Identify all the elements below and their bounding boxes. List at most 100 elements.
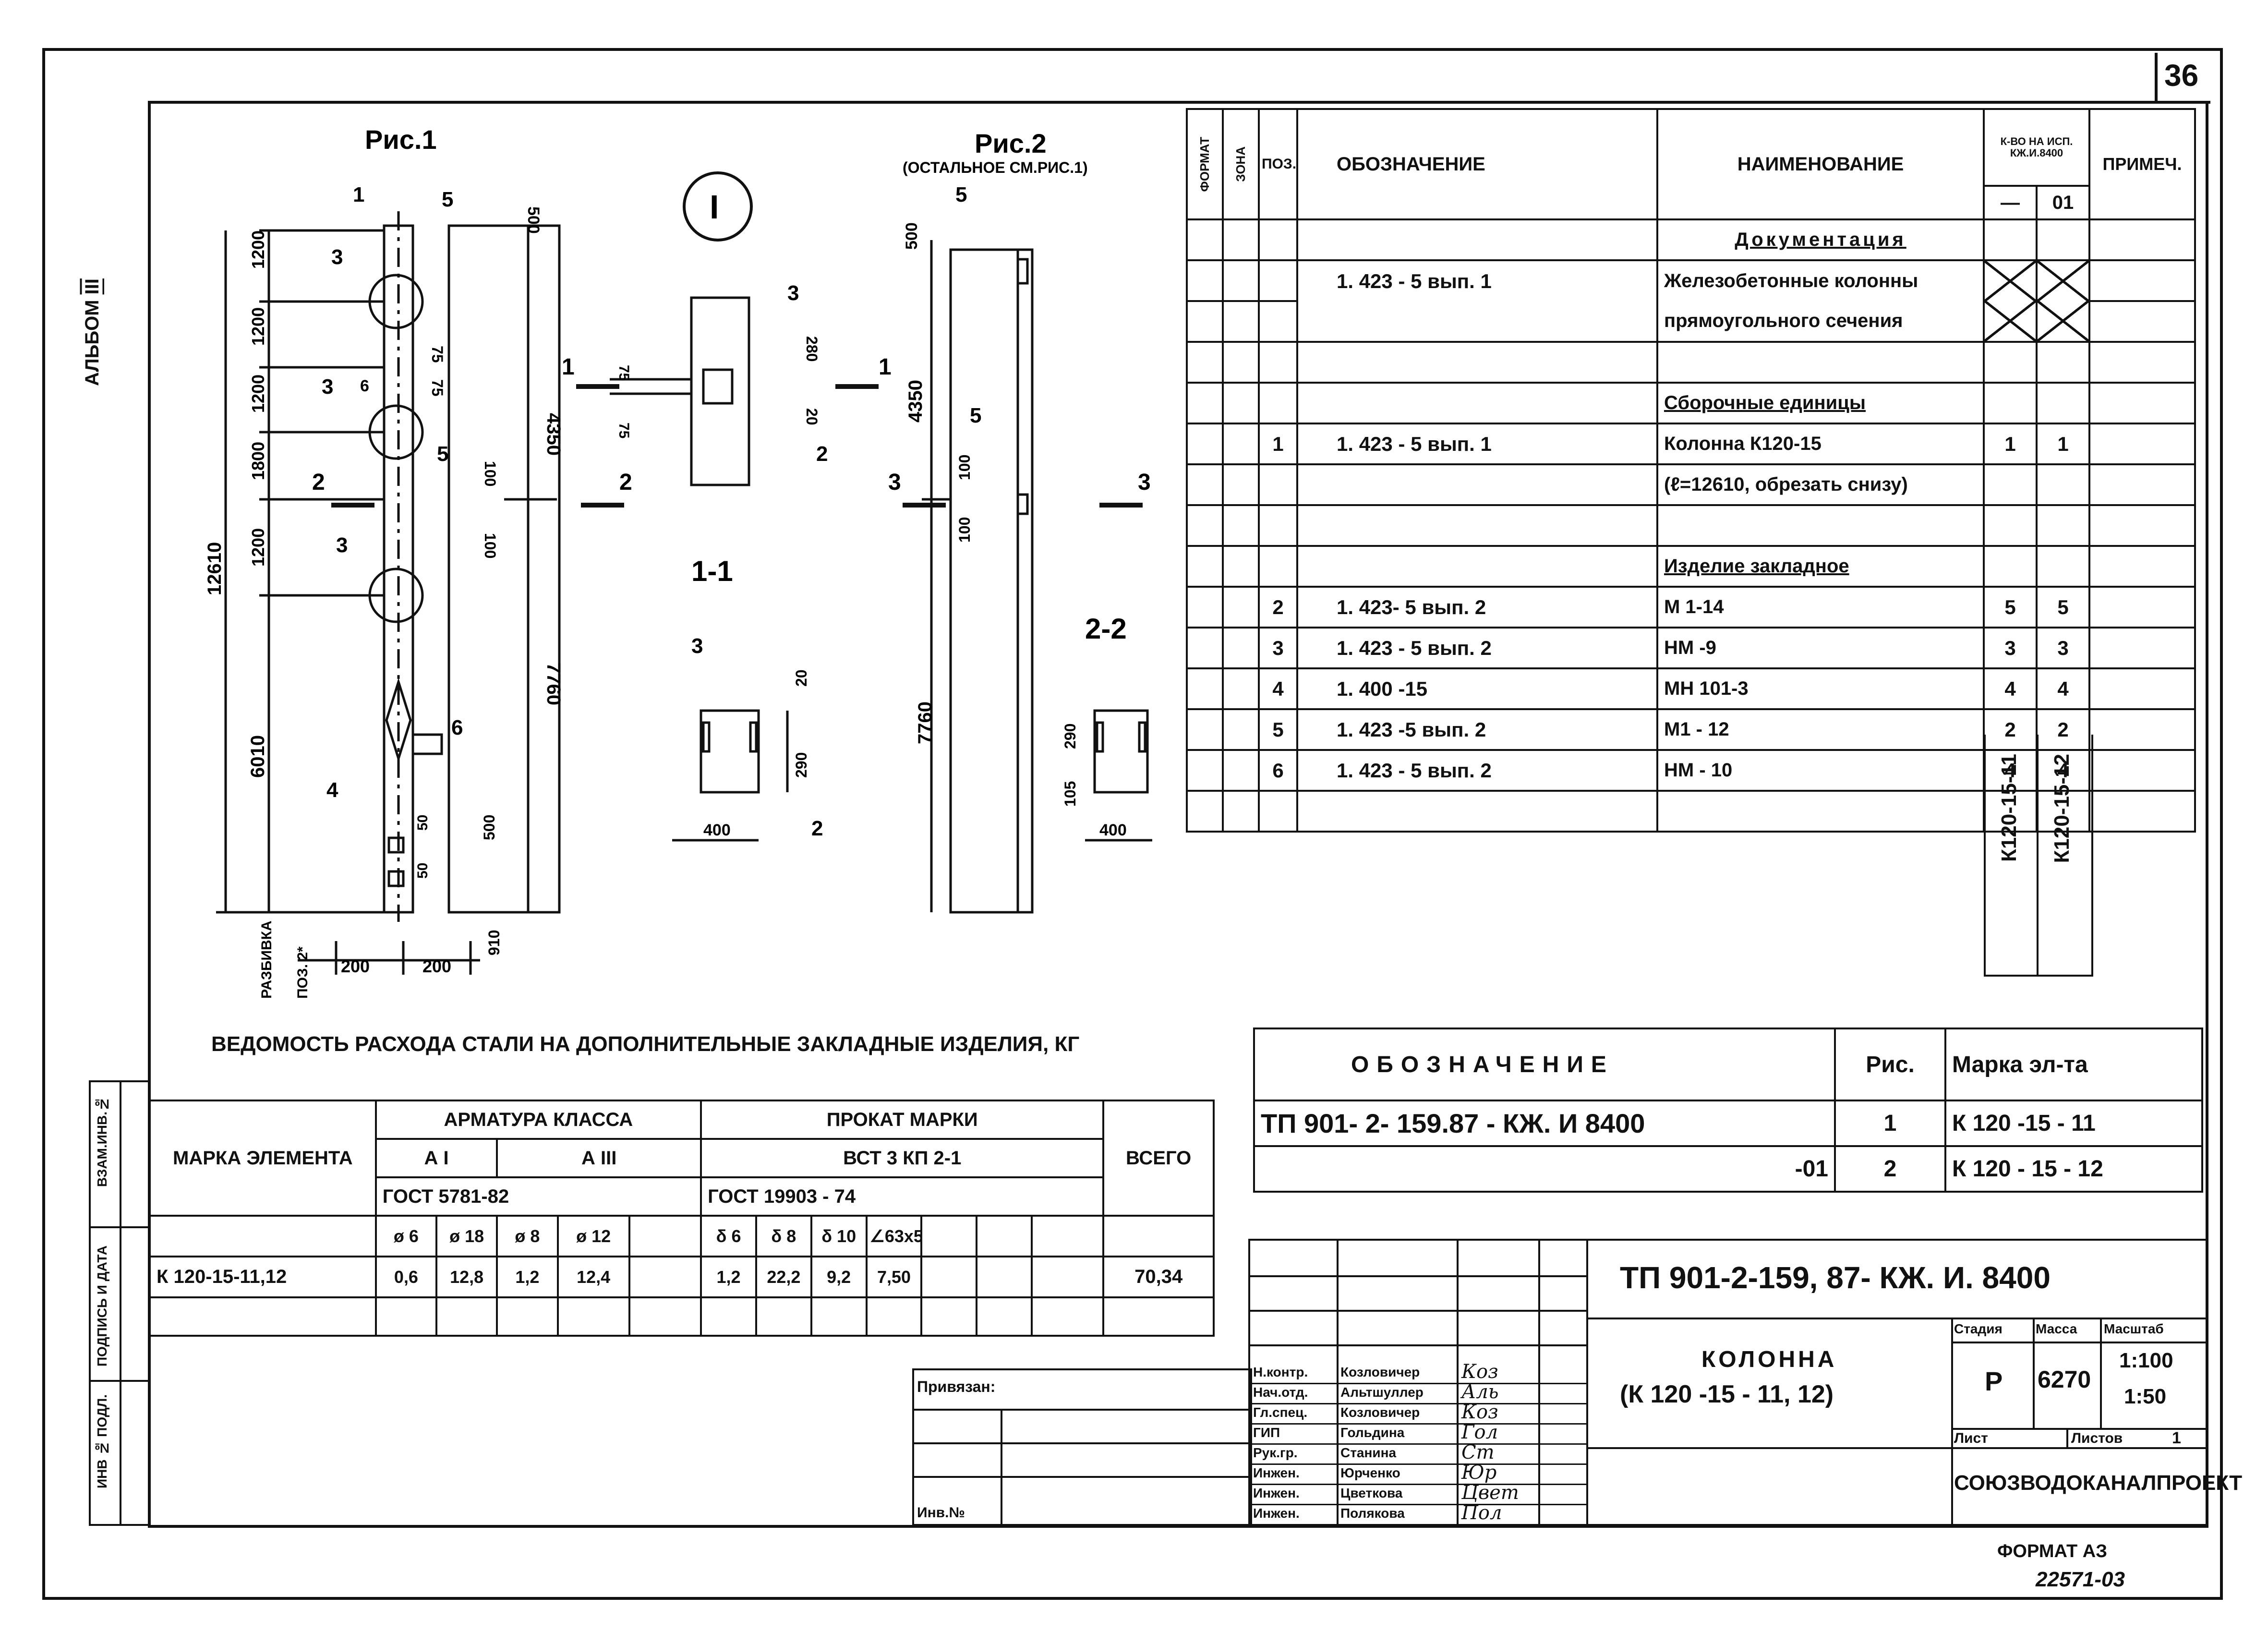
hdr-pos: ПОЗ.	[1258, 108, 1298, 220]
sec11-290: 290	[793, 752, 810, 778]
section-1-1: 1-1	[691, 555, 733, 587]
spec-cell-name: МН 101-3	[1656, 667, 1985, 710]
dim-7760: 7760	[543, 663, 564, 705]
dim-50a: 50	[415, 815, 431, 831]
spec-cell-designation: 1. 423 - 5 вып. 2	[1296, 749, 1658, 792]
fig2-cut-3-right: 3	[1138, 470, 1151, 495]
spec-row	[1186, 504, 2196, 547]
spec-cell-note	[2088, 218, 2196, 261]
spec-cell-name: Сборочные единицы	[1656, 382, 1985, 424]
spec-cell-format	[1186, 259, 1224, 302]
spec-row: Документация	[1186, 218, 2196, 261]
spec-cell-format	[1186, 586, 1224, 629]
spec-row: (ℓ=12610, обрезать снизу)	[1186, 463, 2196, 506]
fig2-dim-100b: 100	[956, 517, 973, 543]
refs-row1-mark: К 120 -15 - 11	[1944, 1100, 2203, 1147]
staff-role: Н.контр.	[1253, 1365, 1308, 1379]
sec11-20a: 20	[803, 408, 820, 425]
sec11-callout-3: 3	[787, 281, 799, 305]
staff-name: Цветкова	[1340, 1486, 1403, 1500]
spec-cell-q2	[2035, 504, 2091, 547]
spec-cell-zone	[1222, 667, 1260, 710]
spec-cell-note	[2088, 423, 2196, 465]
spec-cell-q2	[2035, 341, 2091, 384]
steel-arm-a1: А I	[374, 1138, 498, 1178]
spec-cell-q2	[2035, 301, 2091, 343]
sec-i-body	[690, 296, 750, 486]
dim-1200c: 1200	[248, 375, 268, 413]
steel-total-col	[1102, 1215, 1215, 1257]
spec-cell-zone	[1222, 627, 1260, 669]
steel-prokat-header: ПРОКАТ МАРКИ	[700, 1100, 1105, 1140]
spec-cell-q1	[1983, 382, 2038, 424]
fig2-dim-100a: 100	[956, 455, 973, 480]
spec-cell-note	[2088, 259, 2196, 302]
spec-cell-name: Колонна К120-15	[1656, 423, 1985, 465]
steel-value: 7,50	[865, 1256, 923, 1298]
staff-role: ГИП	[1253, 1425, 1280, 1440]
spec-cell-zone	[1222, 259, 1260, 302]
cut-2-right: 2	[619, 470, 632, 495]
spec-cell-note	[2088, 749, 2196, 792]
staff-name: Полякова	[1340, 1506, 1405, 1521]
steel-prokat-mark: ВСТ 3 КП 2-1	[700, 1138, 1105, 1178]
staff-role: Инжен.	[1253, 1465, 1300, 1480]
spec-cell-name	[1656, 504, 1985, 547]
refs-row1-fig: 1	[1834, 1100, 1946, 1147]
mark-col-11: К120-15-11	[1997, 754, 2021, 862]
spec-cell-q2	[2035, 259, 2091, 301]
fig2-subtitle: (ОСТАЛЬНОЕ СМ.РИС.1)	[903, 159, 1088, 176]
spec-cell-q1	[1983, 790, 2038, 833]
hdr-note: ПРИМЕЧ.	[2088, 108, 2196, 220]
razbivka-label: РАЗБИВКА	[259, 920, 275, 999]
spec-cell-q2: 1	[2035, 423, 2091, 465]
spec-cell-format	[1186, 667, 1224, 710]
sec22-290: 290	[1062, 724, 1079, 749]
spec-cell-zone	[1222, 382, 1260, 424]
spec-cell-format	[1186, 749, 1224, 792]
spec-row: Изделие закладное	[1186, 545, 2196, 588]
spec-cell-pos	[1258, 463, 1298, 506]
refs-hdr-designation: ОБОЗНАЧЕНИЕ	[1253, 1028, 1836, 1101]
hdr-qty-01: 01	[2035, 185, 2091, 220]
refs-row2-mark: К 120 - 15 - 12	[1944, 1145, 2203, 1193]
staff-name: Козловичер	[1340, 1365, 1420, 1379]
spec-cell-designation: 1. 423 - 5 вып. 2	[1296, 627, 1658, 669]
dim-1200b: 1200	[248, 307, 268, 346]
steel-col-header	[976, 1215, 1033, 1257]
steel-value: 0,6	[374, 1256, 438, 1298]
spec-cell-designation	[1296, 463, 1658, 506]
spec-cell-q2: 5	[2035, 586, 2091, 629]
steel-col-header	[1031, 1215, 1105, 1257]
steel-mark-header: МАРКА ЭЛЕМЕНТА	[149, 1100, 377, 1217]
steel-value	[1031, 1256, 1105, 1298]
staff-signature: Цвет	[1461, 1482, 1519, 1504]
dim-500b: 500	[481, 815, 498, 840]
inner-frame	[148, 101, 2208, 1528]
staff-signature: Ст	[1461, 1441, 1495, 1463]
spec-cell-name: прямоугольного сечения	[1656, 301, 1985, 343]
spec-table: ФОРМАТ ЗОНА ПОЗ. ОБОЗНАЧЕНИЕ НАИМЕНОВАНИ…	[1186, 108, 2196, 833]
spec-cell-pos: 1	[1258, 423, 1298, 465]
sec22-105: 105	[1062, 781, 1079, 807]
spec-cell-q2: 4	[2035, 749, 2091, 792]
steel-value: 1,2	[700, 1256, 757, 1298]
section-i-circle	[683, 171, 753, 242]
staff-name: Альтшуллер	[1340, 1385, 1424, 1400]
spec-cell-note	[2088, 586, 2196, 629]
spec-cell-designation: 1. 423 -5 вып. 2	[1296, 708, 1658, 751]
spec-cell-pos: 4	[1258, 667, 1298, 710]
spec-cell-format	[1186, 708, 1224, 751]
staff-role: Рук.гр.	[1253, 1445, 1298, 1460]
tb-mass-header: Масса	[2036, 1321, 2077, 1336]
refs-hdr-mark: Марка эл-та	[1944, 1028, 2203, 1101]
spec-cell-format	[1186, 382, 1224, 424]
spec-cell-q1: 5	[1983, 586, 2038, 629]
spec-cell-format	[1186, 545, 1224, 588]
section-2-2: 2-2	[1085, 613, 1127, 645]
